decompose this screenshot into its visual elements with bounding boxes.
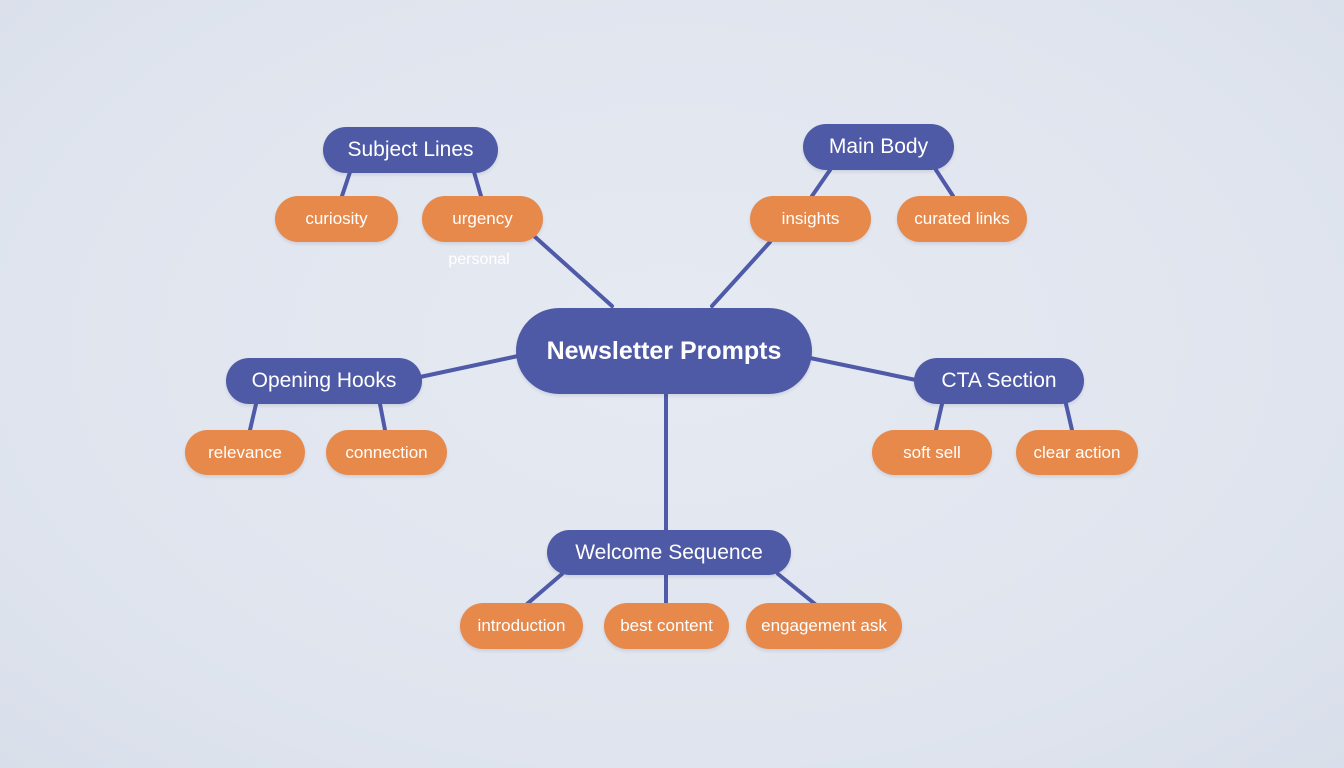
link-body-insights xyxy=(810,168,832,198)
leaf-curated-links[interactable]: curated links xyxy=(897,196,1027,242)
leaf-introduction[interactable]: introduction xyxy=(460,603,583,649)
link-root-cta-section xyxy=(808,356,918,382)
link-root-main-body xyxy=(710,240,772,308)
branch-welcome-sequence[interactable]: Welcome Sequence xyxy=(547,530,791,575)
leaf-clear-action[interactable]: clear action xyxy=(1016,430,1138,475)
leaf-connection[interactable]: connection xyxy=(326,430,447,475)
link-cta-soft-sell xyxy=(934,402,944,432)
link-subject-urgency xyxy=(472,170,483,198)
leaf-urgency[interactable]: urgency xyxy=(422,196,543,242)
root-node[interactable]: Newsletter Prompts xyxy=(516,308,812,394)
link-root-subject-lines xyxy=(532,234,614,308)
link-hooks-connection xyxy=(378,402,387,432)
leaf-soft-sell[interactable]: soft sell xyxy=(872,430,992,475)
link-root-opening-hooks xyxy=(418,354,520,379)
floating-label-personal: personal xyxy=(448,251,510,268)
leaf-relevance[interactable]: relevance xyxy=(185,430,305,475)
link-cta-clear-action xyxy=(1064,402,1074,432)
branch-main-body[interactable]: Main Body xyxy=(803,124,954,170)
branch-cta-section[interactable]: CTA Section xyxy=(914,358,1084,404)
branch-opening-hooks[interactable]: Opening Hooks xyxy=(226,358,422,404)
link-subject-curiosity xyxy=(340,170,352,198)
leaf-insights[interactable]: insights xyxy=(750,196,871,242)
link-body-curated-links xyxy=(934,168,955,198)
leaf-curiosity[interactable]: curiosity xyxy=(275,196,398,242)
link-welcome-engagement-ask xyxy=(776,572,817,606)
branch-subject-lines[interactable]: Subject Lines xyxy=(323,127,498,173)
link-welcome-introduction xyxy=(525,572,564,606)
leaf-best-content[interactable]: best content xyxy=(604,603,729,649)
link-hooks-relevance xyxy=(248,402,258,432)
leaf-engagement-ask[interactable]: engagement ask xyxy=(746,603,902,649)
